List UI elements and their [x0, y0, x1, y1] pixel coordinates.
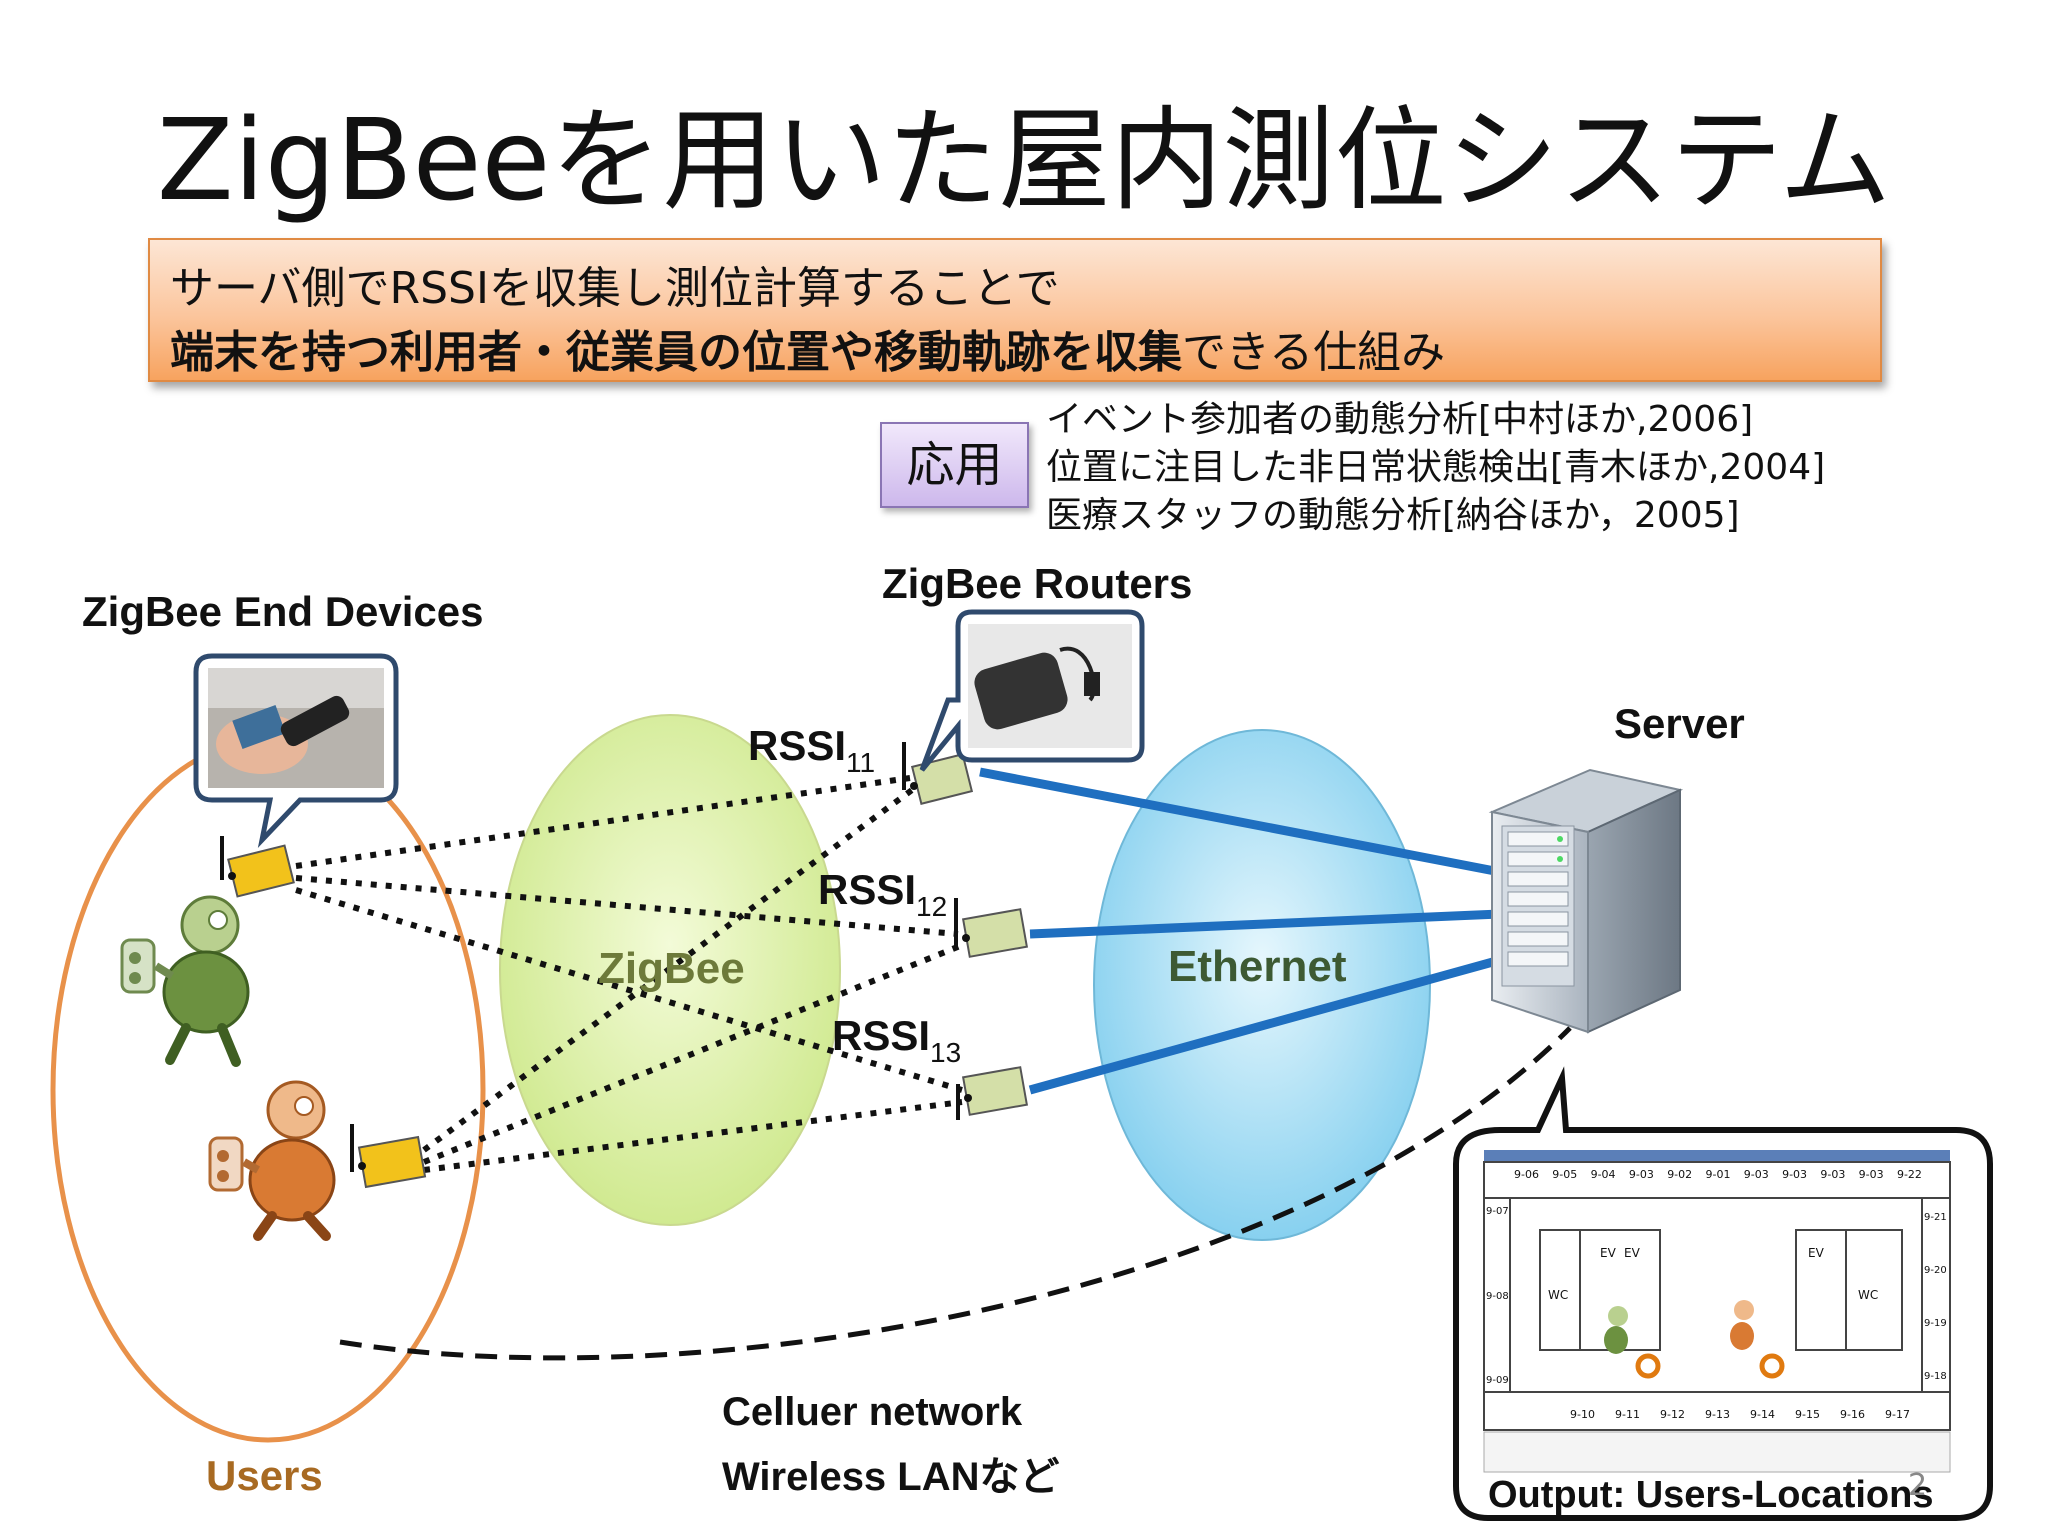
room-label: 9-22 [1896, 1168, 1922, 1181]
output-label: Output: Users-Locations [1488, 1474, 1934, 1516]
server-label: Server [1614, 700, 1745, 747]
output-callout [1453, 1066, 1993, 1521]
rssi-base: RSSI [832, 1012, 931, 1059]
summary-line-1: サーバ側でRSSIを収集し測位計算することで [170, 263, 1060, 314]
room-label: 9-03 [1628, 1168, 1654, 1181]
router-device-3 [956, 1066, 1029, 1120]
summary-line-2-bold: 端末を持つ利用者・従業員の位置や移動軌跡を収集 [170, 327, 1182, 378]
rssi-label-13: RSSI13 [832, 1012, 961, 1069]
ethernet-links [979, 767, 1502, 1095]
server-icon [1488, 768, 1684, 1034]
room-label: 9-03 [1782, 1168, 1808, 1181]
map-user-green-icon [1604, 1306, 1628, 1354]
room-label: 9-06 [1514, 1168, 1539, 1181]
end-device-2 [350, 1124, 427, 1189]
application-label: 応用 [880, 422, 1029, 508]
end-device-photo-callout [193, 653, 399, 848]
map-label: WC [1548, 1288, 1569, 1302]
user-figure-orange [208, 1080, 336, 1241]
end-device-1 [220, 836, 295, 898]
floor-rooms-bottom: 9-10 9-11 9-12 9-13 9-14 9-15 9-16 9-17 [1570, 1408, 1910, 1421]
floor-rooms-right: 9-21 9-20 9-19 9-18 [1924, 1212, 1950, 1382]
map-label: EV [1808, 1246, 1824, 1260]
room-label: 9-14 [1750, 1408, 1775, 1421]
room-label: 9-10 [1570, 1408, 1595, 1421]
room-label: 9-02 [1667, 1168, 1693, 1181]
summary-box: サーバ側でRSSIを収集し測位計算することで 端末を持つ利用者・従業員の位置や移… [148, 238, 1882, 382]
application-item-1: イベント参加者の動態分析[中村ほか,2006] [1046, 399, 1754, 440]
zigbee-network-label: ZigBee [598, 944, 745, 993]
room-label: 9-03 [1820, 1168, 1846, 1181]
room-label: 9-17 [1885, 1408, 1910, 1421]
room-label: 9-08 [1486, 1290, 1509, 1302]
room-label: 9-01 [1705, 1168, 1731, 1181]
cellular-label-2: Wireless LANなど [722, 1455, 1060, 1499]
room-label: 9-04 [1590, 1168, 1616, 1181]
rssi-base: RSSI [748, 722, 847, 769]
floor-rooms-top: 9-06 9-05 9-04 9-03 9-02 9-01 9-03 9-03 … [1514, 1168, 1922, 1181]
end-devices-label: ZigBee End Devices [82, 588, 484, 635]
rssi-subscript: 12 [916, 891, 948, 922]
rssi-subscript: 13 [930, 1037, 962, 1068]
rssi-label-12: RSSI12 [818, 866, 947, 923]
summary-line-2-rest: できる仕組み [1182, 327, 1446, 378]
room-label: 9-18 [1924, 1371, 1947, 1382]
ethernet-network-label: Ethernet [1168, 942, 1347, 991]
summary-line-2: 端末を持つ利用者・従業員の位置や移動軌跡を収集できる仕組み [170, 316, 1445, 380]
room-label: 9-03 [1858, 1168, 1884, 1181]
user-figure-green [120, 895, 250, 1067]
cellular-label-1: Celluer network [722, 1390, 1023, 1434]
router-device-2 [954, 898, 1029, 958]
floor-rooms-left: 9-07 9-08 9-09 [1486, 1206, 1510, 1386]
room-label: 9-16 [1840, 1408, 1865, 1421]
room-label: 9-05 [1552, 1168, 1578, 1181]
application-item-2: 位置に注目した非日常状態検出[青木ほか,2004] [1046, 447, 1826, 488]
room-label: 9-03 [1743, 1168, 1769, 1181]
room-label: 9-15 [1795, 1408, 1820, 1421]
rssi-base: RSSI [818, 866, 917, 913]
room-label: 9-21 [1924, 1212, 1947, 1223]
cellular-link [339, 1026, 1572, 1361]
rssi-label-11: RSSI11 [748, 722, 875, 779]
rssi-subscript: 11 [846, 747, 876, 778]
page-number: 2 [1908, 1468, 1928, 1503]
room-label: 9-09 [1486, 1375, 1509, 1386]
map-label: WC [1858, 1288, 1879, 1302]
room-label: 9-07 [1486, 1206, 1509, 1217]
room-label: 9-13 [1705, 1408, 1730, 1421]
slide-title: ZigBeeを用いた屋内測位システム [156, 96, 1892, 226]
map-label: EV [1600, 1246, 1616, 1260]
application-item-3: 医療スタッフの動態分析[納谷ほか，2005] [1046, 495, 1740, 536]
users-ellipse [50, 737, 486, 1443]
router-photo-callout [919, 609, 1145, 772]
room-label: 9-19 [1924, 1318, 1947, 1329]
users-label: Users [206, 1452, 323, 1499]
room-label: 9-20 [1924, 1265, 1947, 1276]
routers-label: ZigBee Routers [882, 560, 1193, 607]
room-label: 9-11 [1615, 1408, 1640, 1421]
room-label: 9-12 [1660, 1408, 1685, 1421]
ethernet-network-ellipse [1093, 729, 1431, 1241]
map-user-orange-icon [1730, 1300, 1754, 1350]
radio-links [295, 775, 963, 1173]
map-label: EV [1624, 1246, 1640, 1260]
